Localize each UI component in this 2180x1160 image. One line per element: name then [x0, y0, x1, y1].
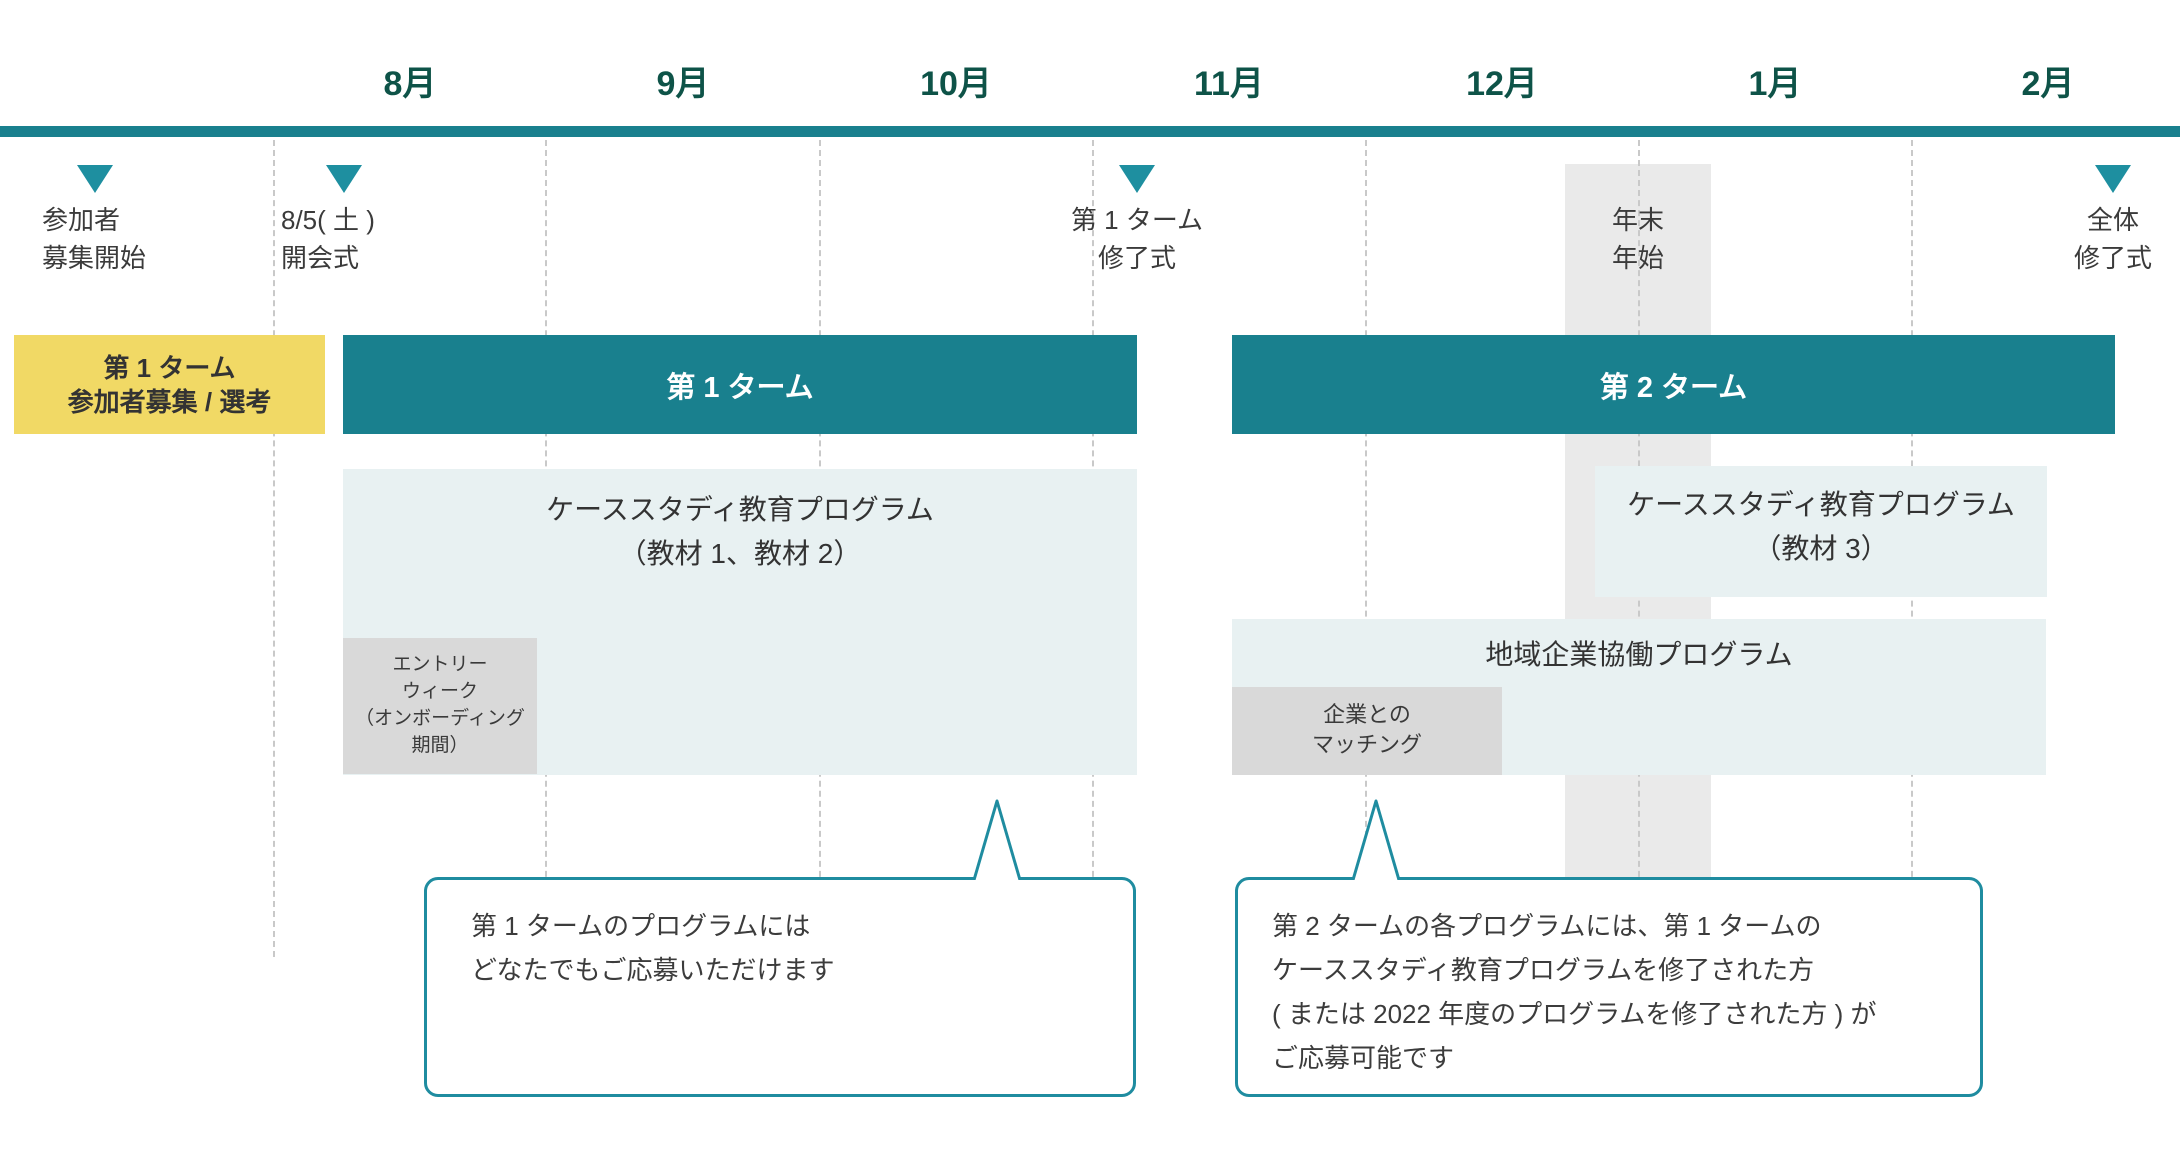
entry-week-line: ウィーク: [401, 681, 478, 702]
callout-pointer-icon: [1352, 799, 1400, 880]
entry-week-line: （オンボーディング: [355, 708, 525, 729]
month-label-august: 8月: [383, 65, 437, 103]
month-label-october: 10月: [920, 65, 992, 103]
program-line: （教材 3）: [1753, 533, 1889, 564]
timeline-axis-rule: [0, 126, 2180, 137]
month-gridline: [273, 140, 275, 957]
milestone-line: 開会式: [281, 243, 360, 273]
matching-line: 企業との: [1323, 702, 1411, 727]
milestone-line: 修了式: [1097, 243, 1177, 273]
program-line: ケーススタディ教育プログラム: [1627, 489, 2015, 520]
callout-line: 第 1 タームのプログラムには: [471, 911, 811, 941]
milestone-line: 全体: [2086, 205, 2140, 235]
milestone-triangle-icon: [77, 165, 113, 193]
month-label-january: 1月: [1748, 65, 1802, 103]
entry-week-box: エントリー ウィーク （オンボーディング 期間）: [343, 638, 537, 774]
recruitment-box-line: 参加者募集 / 選考: [67, 386, 272, 417]
month-gridline: [1365, 140, 1367, 957]
milestone-line: 修了式: [2073, 243, 2153, 273]
callout-pointer-icon: [973, 799, 1021, 880]
month-label-december: 12月: [1466, 65, 1538, 103]
milestone-triangle-icon: [2095, 165, 2131, 193]
milestone-triangle-icon: [1119, 165, 1155, 193]
milestone-overall-closing: 全体 修了式: [2074, 201, 2152, 277]
term1-bar: 第 1 ターム: [343, 335, 1137, 434]
term2-bar-label: 第 2 ターム: [1599, 371, 1748, 404]
milestone-line: 年末: [1611, 205, 1665, 235]
callout-line: ご応募可能です: [1272, 1043, 1455, 1073]
term1-callout-bubble: 第 1 タームのプログラムには どなたでもご応募いただけます: [424, 877, 1136, 1097]
callout-line: 第 2 タームの各プログラムには、第 1 タームの: [1272, 911, 1822, 941]
milestone-line: 募集開始: [42, 243, 147, 273]
milestone-triangle-icon: [326, 165, 362, 193]
milestone-line: 8/5( 土 ): [281, 205, 375, 235]
case-study-program-term2-box: ケーススタディ教育プログラム （教材 3）: [1595, 466, 2047, 597]
milestone-term1-closing: 第 1 ターム 修了式: [1071, 201, 1203, 277]
milestone-line: 第 1 ターム: [1070, 205, 1204, 235]
month-label-november: 11月: [1194, 65, 1264, 103]
recruitment-box-line: 第 1 ターム: [103, 352, 236, 383]
matching-line: マッチング: [1311, 732, 1422, 757]
company-matching-box: 企業との マッチング: [1232, 687, 1502, 775]
term2-callout-bubble: 第 2 タームの各プログラムには、第 1 タームの ケーススタディ教育プログラム…: [1235, 877, 1983, 1097]
term1-bar-label: 第 1 ターム: [666, 371, 814, 404]
month-label-february: 2月: [2021, 65, 2075, 103]
entry-week-line: エントリー: [392, 654, 488, 675]
program-line: （教材 1、教材 2）: [618, 538, 862, 569]
term2-bar: 第 2 ターム: [1232, 335, 2115, 434]
milestone-line: 年始: [1611, 243, 1665, 273]
term1-recruitment-box: 第 1 ターム 参加者募集 / 選考: [14, 335, 325, 434]
callout-line: どなたでもご応募いただけます: [471, 955, 835, 985]
milestone-line: 参加者: [42, 205, 121, 235]
program-line: ケーススタディ教育プログラム: [546, 494, 934, 525]
month-label-september: 9月: [656, 65, 710, 103]
callout-line: ( または 2022 年度のプログラムを修了された方 ) が: [1272, 999, 1877, 1029]
program-line: 地域企業協働プログラム: [1485, 639, 1793, 670]
year-end-holiday-label: 年末 年始: [1612, 201, 1664, 277]
milestone-recruit-start: 参加者 募集開始: [42, 201, 146, 277]
entry-week-line: 期間）: [411, 735, 469, 756]
milestone-opening-ceremony: 8/5( 土 ) 開会式: [281, 201, 375, 277]
callout-line: ケーススタディ教育プログラムを修了された方: [1272, 955, 1815, 985]
